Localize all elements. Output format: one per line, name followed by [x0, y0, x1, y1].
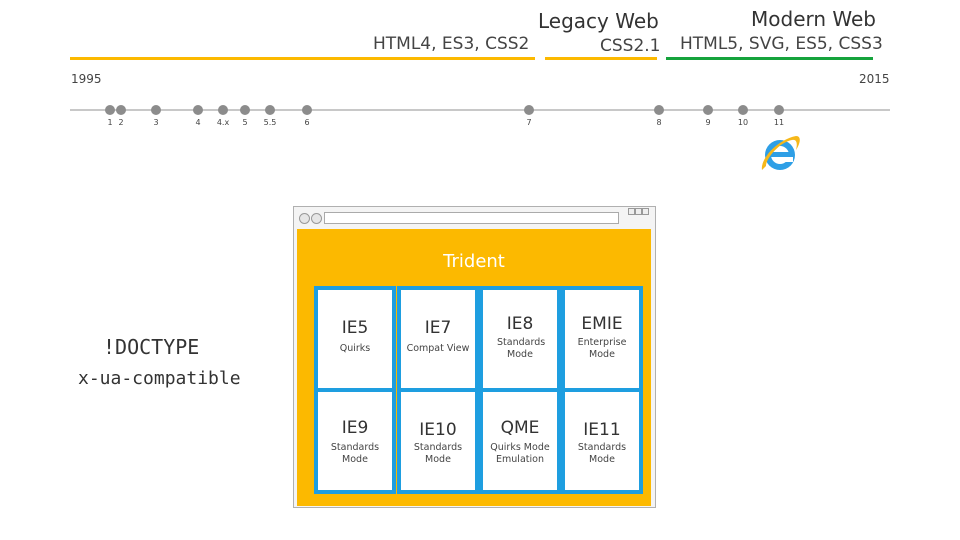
maximize-icon[interactable]: [635, 208, 642, 215]
mode-name: EMIE: [581, 314, 623, 334]
minimize-icon[interactable]: [628, 208, 635, 215]
timeline-dot: [738, 105, 748, 115]
timeline-dot: [524, 105, 534, 115]
mode-name: QME: [500, 418, 540, 438]
forward-button[interactable]: [311, 213, 322, 224]
mode-desc: Standards Mode: [577, 442, 627, 465]
legacy-era-bar: [70, 57, 535, 60]
version-label: 5: [242, 118, 248, 127]
mode-ie10: IE10 Standards Mode: [397, 388, 479, 494]
mode-name: IE7: [424, 318, 452, 338]
timeline-dot: [105, 105, 115, 115]
timeline-dot: [218, 105, 228, 115]
mode-ie8: IE8 Standards Mode: [479, 286, 561, 392]
timeline-dot: [654, 105, 664, 115]
mode-desc: Standards Mode: [413, 442, 463, 465]
mode-ie9: IE9 Standards Mode: [314, 388, 396, 494]
mode-desc: Standards Mode: [497, 337, 546, 360]
version-label: 3: [153, 118, 159, 127]
mode-desc: Quirks: [339, 343, 371, 354]
address-bar[interactable]: [324, 212, 619, 224]
modern-era-bar: [666, 57, 873, 60]
end-year: 2015: [859, 72, 890, 86]
legacy-web-title: Legacy Web: [538, 9, 659, 33]
close-icon[interactable]: [642, 208, 649, 215]
mode-name: IE9: [341, 418, 369, 438]
modern-stack-label: HTML5, SVG, ES5, CSS3: [680, 34, 883, 54]
version-label: 10: [737, 118, 749, 127]
timeline-dot: [703, 105, 713, 115]
timeline-dot: [240, 105, 250, 115]
version-label: 9: [705, 118, 711, 127]
css21-era-bar: [545, 57, 657, 60]
mode-name: IE5: [341, 318, 369, 338]
mode-desc: Enterprise Mode: [577, 337, 627, 360]
mode-name: IE8: [506, 314, 534, 334]
version-label: 8: [656, 118, 662, 127]
mode-name: IE11: [583, 420, 621, 440]
trident-title: Trident: [443, 251, 505, 272]
timeline-dot: [116, 105, 126, 115]
mode-ie7: IE7 Compat View: [397, 286, 479, 392]
css21-label: CSS2.1: [600, 36, 661, 56]
browser-toolbar: [294, 207, 655, 229]
x-ua-compatible-label: x-ua-compatible: [78, 368, 241, 389]
timeline-dot: [193, 105, 203, 115]
version-label: 4: [195, 118, 201, 127]
mode-name: IE10: [419, 420, 457, 440]
mode-emie: EMIE Enterprise Mode: [561, 286, 643, 392]
version-label: 4.x: [216, 118, 230, 127]
version-label: 1: [107, 118, 113, 127]
internet-explorer-icon: [761, 136, 800, 170]
mode-desc: Standards Mode: [330, 442, 380, 465]
doctype-label: !DOCTYPE: [103, 335, 200, 359]
version-label: 2: [118, 118, 124, 127]
version-label: 11: [773, 118, 785, 127]
start-year: 1995: [71, 72, 102, 86]
legacy-stack-label: HTML4, ES3, CSS2: [373, 34, 530, 54]
modern-web-title: Modern Web: [751, 7, 876, 31]
mode-desc: Compat View: [406, 343, 470, 354]
timeline-dot: [265, 105, 275, 115]
mode-qme: QME Quirks Mode Emulation: [479, 388, 561, 494]
back-button[interactable]: [299, 213, 310, 224]
timeline-axis: [70, 109, 890, 111]
timeline-dot: [302, 105, 312, 115]
mode-desc: Quirks Mode Emulation: [490, 442, 550, 465]
version-label: 6: [304, 118, 310, 127]
mode-ie11: IE11 Standards Mode: [561, 388, 643, 494]
mode-ie5: IE5 Quirks: [314, 286, 396, 392]
timeline-dot: [151, 105, 161, 115]
version-label: 7: [526, 118, 532, 127]
version-label: 5.5: [263, 118, 277, 127]
timeline-dot: [774, 105, 784, 115]
